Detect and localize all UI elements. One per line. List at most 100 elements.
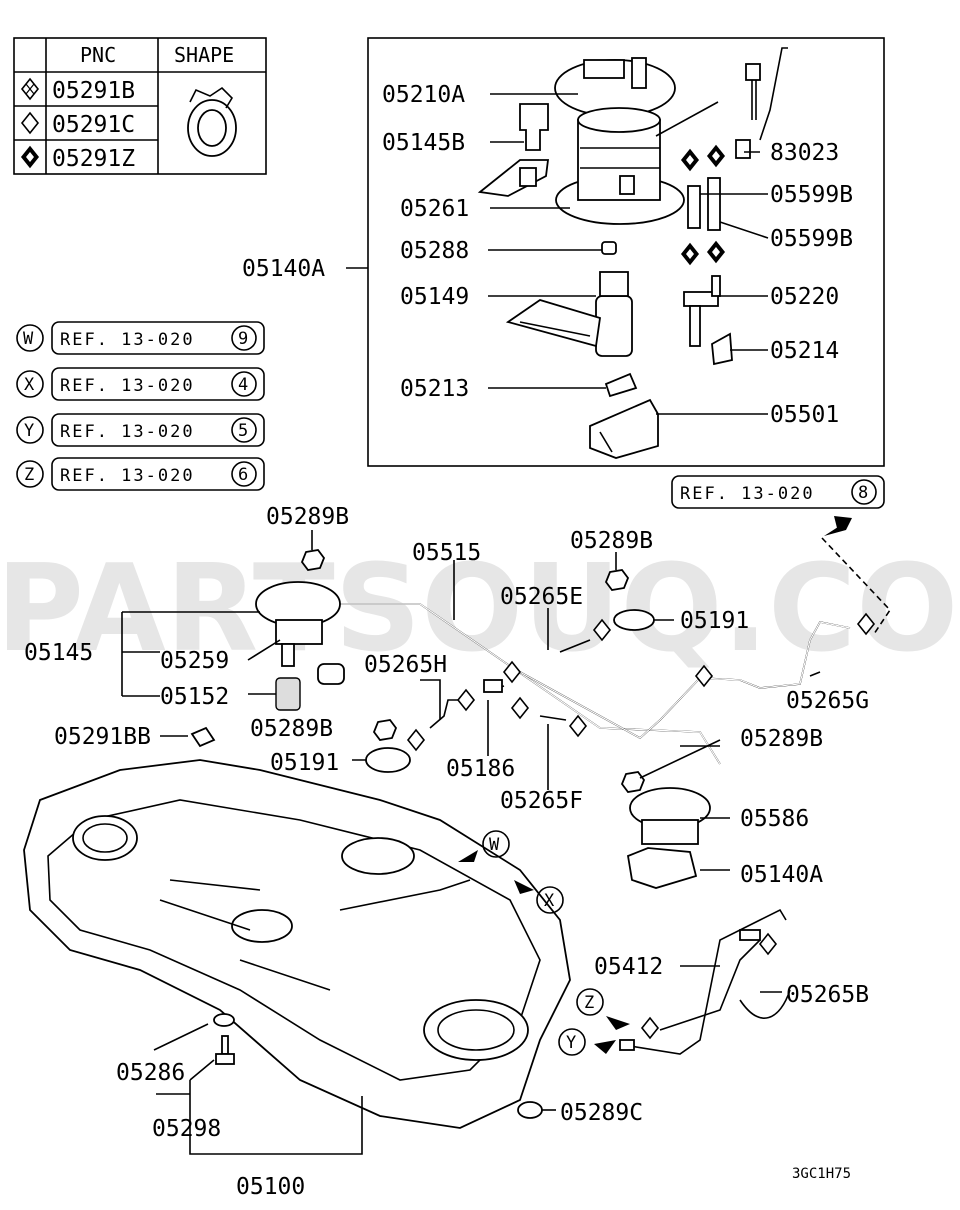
label-05145[interactable]: 05145 — [24, 640, 93, 666]
vapor-lines — [619, 908, 791, 1055]
tube-2 — [707, 177, 721, 231]
legend-header-shape: SHAPE — [174, 43, 234, 67]
svg-text:Y: Y — [566, 1033, 576, 1053]
label-05140A-top[interactable]: 05140A — [242, 256, 325, 282]
label-05152[interactable]: 05152 — [160, 684, 229, 710]
label-05265F[interactable]: 05265F — [500, 788, 583, 814]
legend-row-2: 05291C — [52, 112, 135, 138]
label-05213[interactable]: 05213 — [400, 376, 469, 402]
ref-marker-z[interactable] — [576, 988, 604, 1016]
label-05186[interactable]: 05186 — [446, 756, 515, 782]
arrow-icon — [824, 516, 852, 536]
label-05586[interactable]: 05586 — [740, 806, 809, 832]
label-05100[interactable]: 05100 — [236, 1174, 305, 1200]
svg-text:X: X — [544, 891, 555, 911]
label-05220[interactable]: 05220 — [770, 284, 839, 310]
label-05289B-2[interactable]: 05289B — [570, 528, 653, 554]
bolt — [215, 1035, 235, 1065]
ref-x[interactable]: X REF. 13-020 4 — [16, 367, 265, 401]
legend-header-pnc: PNC — [80, 43, 116, 67]
ref-marker-y[interactable] — [558, 1028, 586, 1056]
label-83023[interactable]: 83023 — [770, 140, 839, 166]
arrow-icon — [514, 880, 534, 894]
pump-bracket — [477, 103, 550, 197]
clip-shape-icon — [187, 86, 237, 157]
label-05286[interactable]: 05286 — [116, 1060, 185, 1086]
diamond-black-icon — [681, 149, 699, 171]
pump-retainer — [604, 372, 638, 398]
svg-text:W: W — [489, 835, 500, 855]
pump-flange — [554, 57, 685, 225]
label-05259[interactable]: 05259 — [160, 648, 229, 674]
arrow-icon — [606, 1016, 630, 1030]
ref-8[interactable]: REF. 13-020 8 — [671, 475, 885, 509]
label-05515[interactable]: 05515 — [412, 540, 481, 566]
svg-text:9: 9 — [238, 329, 248, 349]
diamond-outline-icon — [21, 112, 39, 134]
fuel-pump — [505, 271, 633, 357]
grommet-1 — [613, 609, 655, 631]
label-05298[interactable]: 05298 — [152, 1116, 221, 1142]
pump-seal — [601, 241, 617, 255]
ref-w[interactable]: W REF. 13-020 9 — [16, 321, 265, 355]
label-05265H[interactable]: 05265H — [364, 652, 447, 678]
legend-row-3: 05291Z — [52, 146, 135, 172]
svg-text:5: 5 — [238, 421, 248, 441]
ref-y[interactable]: Y REF. 13-020 5 — [16, 413, 265, 447]
svg-text:4: 4 — [238, 375, 248, 395]
sending-unit — [255, 581, 345, 711]
label-05289C[interactable]: 05289C — [560, 1100, 643, 1126]
label-05599B-a[interactable]: 05599B — [770, 182, 853, 208]
diamond-outline-icon — [569, 715, 587, 737]
diamond-black-icon — [21, 146, 39, 168]
diamond-outline-icon — [407, 729, 425, 751]
joint-clip — [711, 332, 733, 366]
fuel-tank — [23, 759, 571, 1129]
label-05265B[interactable]: 05265B — [786, 982, 869, 1008]
label-05265E[interactable]: 05265E — [500, 584, 583, 610]
diamond-outline-icon — [511, 697, 529, 719]
label-05191-1[interactable]: 05191 — [680, 608, 749, 634]
label-05149[interactable]: 05149 — [400, 284, 469, 310]
diamond-outline-icon — [759, 933, 777, 955]
label-05210A[interactable]: 05210A — [382, 82, 465, 108]
label-05140A-bot[interactable]: 05140A — [740, 862, 823, 888]
label-05214[interactable]: 05214 — [770, 338, 839, 364]
pump-holder — [589, 398, 659, 459]
svg-text:REF. 13-020: REF. 13-020 — [60, 466, 195, 486]
label-05288[interactable]: 05288 — [400, 238, 469, 264]
diamond-black-icon — [707, 145, 725, 167]
ref-list: W REF. 13-020 9 X REF. 13-020 4 Y REF. 1… — [16, 321, 265, 491]
label-05265G[interactable]: 05265G — [786, 688, 869, 714]
grommet-2 — [365, 747, 411, 773]
label-05501[interactable]: 05501 — [770, 402, 839, 428]
clip — [190, 726, 216, 748]
ref-z[interactable]: Z REF. 13-020 6 — [16, 457, 265, 491]
arrow-icon — [594, 1040, 616, 1054]
diamond-hatched-icon — [21, 78, 39, 100]
label-05261[interactable]: 05261 — [400, 196, 469, 222]
nut-3 — [372, 719, 398, 741]
nut-2 — [300, 549, 326, 571]
lower-pump-assembly — [626, 787, 730, 889]
label-05191-2[interactable]: 05191 — [270, 750, 339, 776]
svg-text:REF. 13-020: REF. 13-020 — [60, 330, 195, 350]
label-05289B-4[interactable]: 05289B — [740, 726, 823, 752]
washer — [213, 1013, 235, 1027]
watermark: PARTSOUQ.COM — [0, 540, 960, 679]
svg-text:X: X — [24, 375, 35, 395]
diamond-black-icon — [681, 243, 699, 265]
label-05289B-3[interactable]: 05289B — [250, 716, 333, 742]
label-05289B-1[interactable]: 05289B — [266, 504, 349, 530]
ref-marker-x[interactable] — [536, 886, 564, 914]
label-05599B-b[interactable]: 05599B — [770, 226, 853, 252]
ref-marker-w[interactable] — [482, 830, 510, 858]
label-05412[interactable]: 05412 — [594, 954, 663, 980]
svg-text:REF. 13-020: REF. 13-020 — [680, 484, 815, 504]
plug — [517, 1101, 543, 1119]
label-05291BB[interactable]: 05291BB — [54, 724, 151, 750]
label-05145B[interactable]: 05145B — [382, 130, 465, 156]
svg-text:REF. 13-020: REF. 13-020 — [60, 422, 195, 442]
nut-4 — [620, 771, 646, 793]
